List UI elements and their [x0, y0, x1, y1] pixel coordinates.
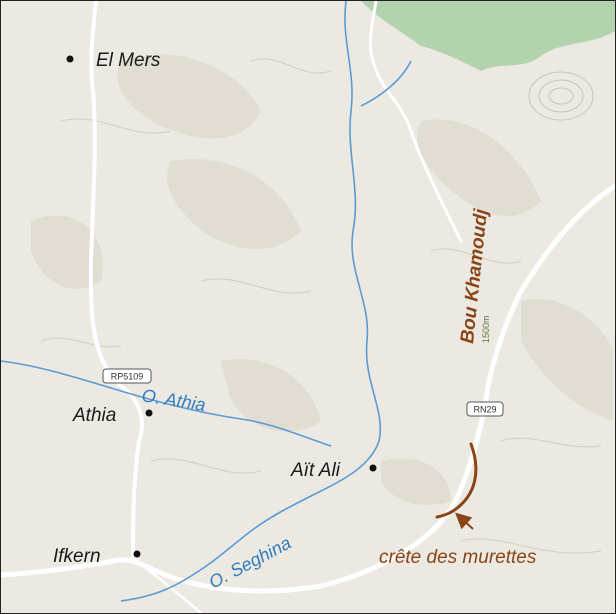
road-branch	[131, 555, 203, 613]
annotation-arrow	[455, 512, 474, 530]
road-main	[1, 183, 615, 594]
river-seghina	[120, 1, 382, 602]
place-label-ifkern: Ifkern	[53, 546, 101, 567]
elevation-label: 1500m	[481, 315, 491, 343]
place-marker-athia[interactable]	[145, 409, 153, 417]
road-shield-rn: RN29	[466, 401, 504, 417]
road-shield-rp-label: RP5109	[111, 372, 144, 382]
place-label-el-mers: El Mers	[96, 50, 161, 71]
rivers	[1, 1, 412, 602]
ridge-crest-arc	[435, 442, 478, 519]
river-athia	[1, 360, 332, 447]
road-rp	[88, 1, 144, 559]
forest-area	[361, 1, 615, 71]
relief-lines	[40, 58, 602, 554]
annotation-label: crête des murettes	[379, 547, 537, 568]
road-secondary	[369, 1, 463, 243]
road-shield-rn-label: RN29	[473, 405, 496, 415]
place-marker-ifkern[interactable]	[133, 550, 141, 558]
place-marker-el-mers[interactable]	[66, 55, 74, 63]
river-tributary	[360, 60, 412, 107]
place-marker-ait-ali[interactable]	[369, 464, 377, 472]
contour-lines	[528, 71, 594, 121]
road-shield-rp: RP5109	[102, 368, 152, 384]
place-label-athia: Athia	[72, 405, 116, 426]
place-label-ait-ali: Aït Ali	[290, 460, 341, 481]
relief-shading	[31, 54, 613, 505]
